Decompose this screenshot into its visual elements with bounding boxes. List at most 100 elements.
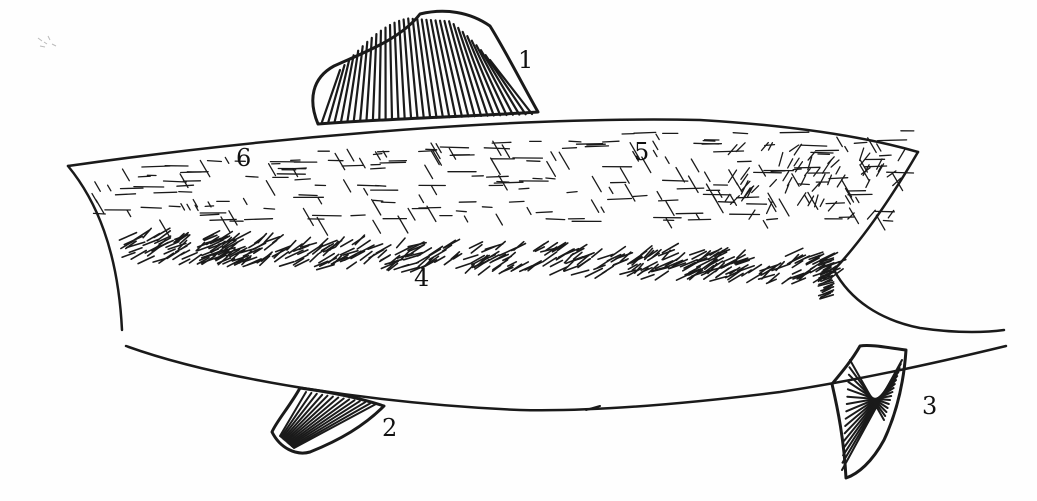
hatch-stroke (373, 220, 381, 233)
hatch-stroke (123, 169, 130, 181)
label-4: 4 (414, 264, 429, 292)
hatch-stroke (121, 188, 144, 189)
hatch-stroke (655, 271, 668, 280)
hatch-stroke (122, 253, 135, 258)
hatch-stroke (177, 185, 194, 186)
hatch-stroke (659, 200, 678, 201)
hatch-stroke (502, 145, 509, 158)
hatch-stroke (181, 172, 208, 173)
hatch-stroke (138, 176, 150, 177)
hatch-stroke (419, 208, 441, 209)
hatch-stroke (710, 277, 727, 282)
hatch-stroke (116, 194, 136, 195)
hatch-stroke (792, 174, 799, 186)
hatch-stroke (310, 254, 318, 262)
hatch-stroke (527, 161, 540, 162)
hatch-stroke (747, 274, 762, 283)
hatch-stroke (836, 167, 840, 174)
hatch-stroke (225, 157, 229, 163)
hatch-stroke (246, 176, 258, 177)
hatch-stroke (828, 175, 832, 185)
hatch-stroke (657, 192, 662, 200)
hatch-stroke (169, 206, 180, 207)
hatch-stroke (666, 202, 674, 216)
hatch-stroke (119, 233, 136, 241)
hatch-stroke (141, 207, 161, 208)
hatch-stroke (703, 141, 715, 142)
hatch-stroke (134, 230, 149, 240)
hatch-stroke (880, 155, 892, 156)
hatch-stroke (820, 199, 824, 206)
hatch-stroke (793, 270, 802, 274)
anal-fin (832, 345, 906, 478)
hatch-stroke (819, 174, 825, 186)
hatch-stroke (179, 192, 192, 193)
hatch-stroke (210, 219, 236, 220)
hatch-stroke (602, 266, 613, 273)
hatch-stroke (779, 199, 789, 216)
hatch-stroke (181, 250, 189, 255)
hatch-stroke (846, 196, 851, 204)
hatch-stroke (696, 214, 699, 219)
hatch-stroke (303, 208, 313, 225)
hatch-stroke (677, 188, 704, 189)
hatch-stroke (676, 213, 703, 214)
hatch-stroke (491, 158, 501, 175)
hatch-stroke (608, 199, 632, 200)
hatch-stroke (317, 217, 327, 235)
hatch-stroke (592, 176, 601, 191)
hatch-stroke (449, 148, 455, 159)
hatch-stroke (828, 157, 834, 164)
hatch-stroke (861, 153, 870, 164)
hatch-stroke (829, 178, 848, 179)
hatch-stroke (352, 237, 364, 245)
label-6: 6 (236, 144, 251, 172)
hatch-stroke (620, 168, 629, 183)
hatch-stroke (876, 215, 885, 230)
hatch-stroke (108, 185, 111, 191)
hatch-stroke (543, 252, 557, 262)
hatch-stroke (380, 255, 390, 262)
hatch-stroke (633, 196, 647, 197)
hatch-stroke (546, 178, 555, 179)
hatch-stroke (519, 188, 529, 189)
hatch-stroke (559, 152, 569, 169)
hatch-stroke (347, 149, 354, 161)
hatch-stroke (767, 219, 778, 220)
hatch-stroke (714, 151, 744, 152)
hatch-stroke (665, 157, 669, 164)
label-1: 1 (518, 46, 533, 74)
hatch-stroke (782, 277, 791, 283)
hatch-stroke (341, 240, 353, 247)
hatch-stroke (181, 204, 185, 210)
hatch-stroke (245, 219, 273, 220)
dorsal-fin (313, 11, 538, 124)
hatch-stroke (898, 149, 905, 161)
hatch-stroke (397, 238, 405, 248)
hatch-stroke (432, 151, 440, 164)
hatch-stroke (499, 265, 513, 274)
hatch-stroke (187, 204, 190, 210)
hatch-stroke (854, 142, 867, 143)
hatch-stroke (533, 178, 542, 179)
hatch-stroke (577, 144, 603, 145)
hatch-stroke (837, 137, 843, 146)
hatch-stroke (138, 256, 154, 264)
hatch-stroke (848, 213, 854, 219)
hatch-stroke (845, 380, 896, 433)
hatch-stroke (440, 147, 468, 148)
hatch-stroke (376, 152, 381, 160)
hatch-stroke (592, 200, 599, 212)
hatch-stroke (799, 184, 810, 185)
hatch-stroke (887, 172, 914, 173)
hatch-stroke (200, 214, 219, 215)
hatch-stroke (779, 153, 783, 166)
hatch-stroke (856, 197, 859, 202)
hatch-stroke (313, 215, 342, 216)
hatch-stroke (374, 200, 383, 201)
hatch-stroke (280, 262, 295, 267)
hatch-stroke (456, 211, 466, 212)
lateral-line-band (119, 228, 845, 299)
hatch-stroke (129, 248, 142, 253)
